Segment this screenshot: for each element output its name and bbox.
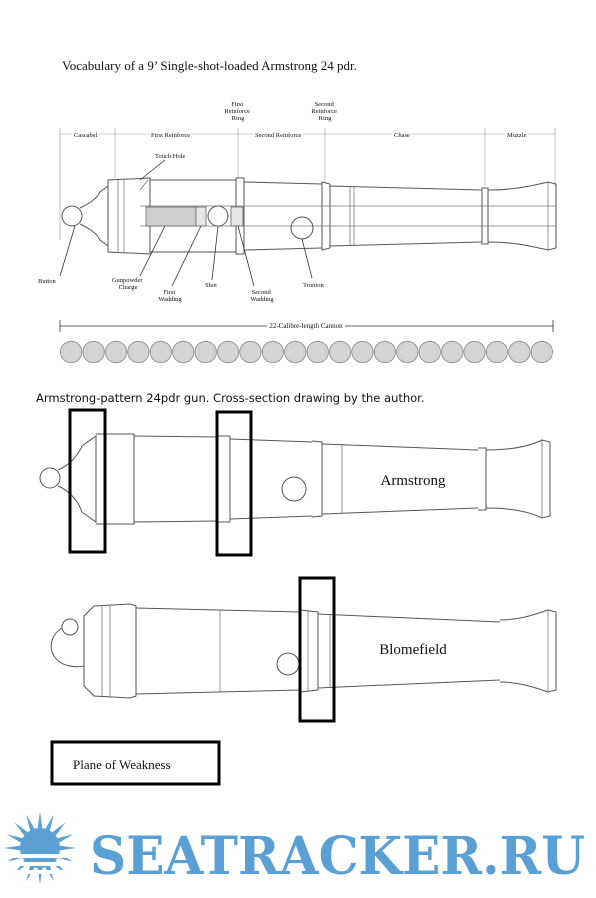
- label-touch-hole: Touch Hole: [155, 153, 186, 160]
- label-second-wadding: Second Wadding: [250, 289, 274, 303]
- section-label-muzzle: Muzzle: [507, 132, 527, 139]
- calibre-ball: [216, 340, 240, 364]
- label-button: Button: [38, 278, 56, 285]
- sun-ray: [4, 845, 21, 851]
- blomefield-weakness-box: [298, 576, 336, 723]
- first-ring-line-3: Ring: [232, 115, 245, 122]
- armstrong-weakness-box-1: [68, 408, 107, 554]
- seatracker-logo: SEATRACKER.RU: [0, 812, 585, 887]
- legend-box: [50, 740, 221, 786]
- calibre-ball: [239, 340, 262, 364]
- calibre-ball: [508, 340, 531, 364]
- label-second-reinforce-ring: Second Reinforce Ring: [311, 101, 338, 122]
- sun-ray: [52, 822, 66, 836]
- sun-logo-icon: [0, 812, 80, 884]
- gunpowder-line-1: Gunpowder: [112, 277, 144, 284]
- armstrong-label: Armstrong: [381, 473, 446, 489]
- calibre-length-label: 22-Calibre-length Cannon: [269, 322, 343, 330]
- calibre-ball: [60, 340, 83, 364]
- sun-ray: [6, 834, 23, 843]
- label-trunion: Trunion: [303, 282, 324, 289]
- shot-shape: [207, 205, 229, 227]
- calibre-ball: [82, 340, 105, 364]
- second-ring-line-1: Second: [315, 101, 335, 108]
- blomefield-label: Blomefield: [379, 642, 447, 658]
- gunpowder-charge-shape: [145, 206, 197, 227]
- legend-label: Plane of Weakness: [73, 757, 171, 772]
- sun-ray: [37, 812, 43, 829]
- first-wadding-line-1: First: [163, 289, 175, 296]
- second-ring-line-2: Reinforce: [311, 108, 337, 115]
- second-wadding-line-2: Wadding: [250, 296, 274, 303]
- first-wadding-shape: [195, 206, 207, 227]
- first-wadding-line-2: Wadding: [158, 296, 182, 303]
- section-dimension-lines: [59, 128, 556, 240]
- first-ring-line-2: Reinforce: [224, 108, 250, 115]
- blomefield-gun-drawing: Blomefield: [50, 576, 557, 723]
- calibre-ball: [351, 340, 374, 364]
- armstrong-trunion: [281, 476, 307, 502]
- calibre-ball: [172, 340, 195, 364]
- trunion-shape: [290, 216, 314, 240]
- calibre-ball: [485, 340, 509, 364]
- calibre-ball: [127, 340, 150, 364]
- sun-ray: [45, 814, 54, 831]
- second-wadding-shape: [230, 206, 244, 227]
- vocabulary-gun-outline: [61, 177, 557, 255]
- blomefield-trunion: [276, 652, 300, 676]
- second-ring-line-3: Ring: [319, 115, 332, 122]
- first-ring-line-1: First: [231, 101, 243, 108]
- label-gunpowder-charge: Gunpowder Charge: [112, 277, 144, 291]
- calibre-ball: [149, 340, 172, 364]
- label-first-wadding: First Wadding: [158, 289, 182, 303]
- calibre-ball-row: [60, 340, 553, 364]
- calibre-ball: [261, 340, 284, 364]
- armstrong-weakness-box-2: [215, 410, 253, 557]
- calibre-ball: [441, 340, 464, 364]
- calibre-ball: [306, 340, 329, 364]
- calibre-ball: [373, 340, 397, 364]
- sun-ray: [14, 822, 28, 836]
- diagram-title: Vocabulary of a 9’ Single-shot-loaded Ar…: [62, 58, 357, 73]
- calibre-ball: [396, 340, 419, 364]
- calibre-ball: [463, 340, 486, 364]
- calibre-ball: [284, 340, 307, 364]
- sun-ray: [26, 814, 35, 831]
- caption-text: Armstrong-pattern 24pdr gun. Cross-secti…: [36, 391, 425, 405]
- calibre-ball: [530, 340, 553, 364]
- calibre-ball: [418, 340, 441, 364]
- section-label-first-reinforce: First Reinforce: [151, 132, 190, 139]
- calibre-ball: [329, 340, 352, 364]
- sun-ray: [57, 834, 74, 843]
- vocabulary-gun-drawing: Cascabel First Reinforce Second Reinforc…: [38, 101, 557, 364]
- gunpowder-line-2: Charge: [119, 284, 138, 291]
- armstrong-gun-drawing: Armstrong: [39, 408, 551, 557]
- calibre-ball: [194, 340, 217, 364]
- plane-of-weakness-legend: Plane of Weakness: [50, 740, 221, 786]
- section-label-cascabel: Cascabel: [74, 132, 98, 139]
- second-wadding-line-1: Second: [252, 289, 272, 296]
- section-label-chase: Chase: [394, 132, 410, 139]
- calibre-ball: [104, 340, 128, 364]
- label-first-reinforce-ring: First Reinforce Ring: [224, 101, 251, 122]
- label-shot: Shot: [205, 282, 217, 289]
- section-label-second-reinforce: Second Reinforce: [255, 132, 302, 139]
- leader-lines: [59, 159, 313, 287]
- watermark-text: SEATRACKER.RU: [90, 826, 585, 887]
- sun-ray: [59, 845, 76, 851]
